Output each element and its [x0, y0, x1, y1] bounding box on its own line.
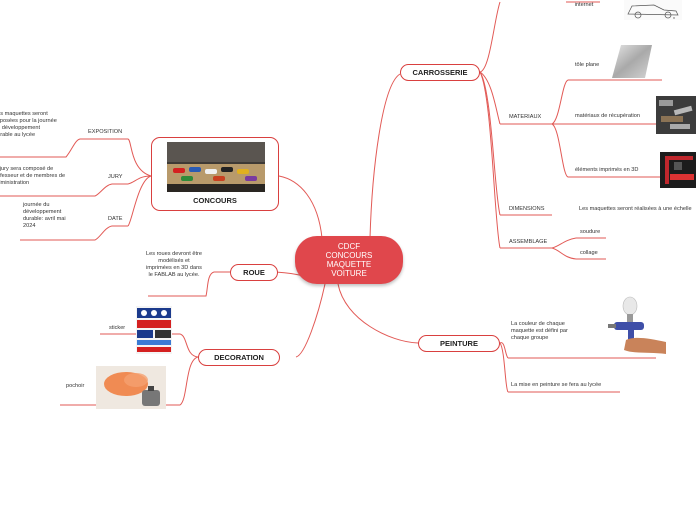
decoration-sticker[interactable]: sticker [109, 325, 125, 332]
subtopic-jury[interactable]: JURY [108, 174, 123, 181]
3d-printer-image [660, 152, 696, 188]
link-central-decoration [296, 284, 325, 357]
subtopic-exposition[interactable]: EXPOSITION [88, 129, 122, 136]
subtopic-dimensions[interactable]: DIMENSIONS [509, 206, 544, 213]
materiau-recuperation[interactable]: matériaux de récupération [575, 113, 640, 120]
scrap-material-image [656, 96, 696, 134]
link-concours-exposition [128, 139, 151, 176]
topic-peinture-label: PEINTURE [440, 339, 478, 348]
peinture-mise-text[interactable]: La mise en peinture se fera au lycée [511, 382, 601, 389]
decoration-pochoir[interactable]: pochoir [66, 383, 84, 390]
subtopic-patron[interactable]: patron existant sur internet [560, 0, 608, 9]
materiau-impression-3d[interactable]: éléments imprimés en 3D [575, 167, 638, 174]
central-title-line-3: MAQUETTE [319, 260, 379, 269]
date-text[interactable]: journée du développement durable: avril … [23, 202, 73, 230]
materiau-tole-plane[interactable]: tôle plane [575, 62, 599, 69]
link-carrosserie-assemblage [480, 72, 500, 248]
sticker-sheet-image [136, 306, 172, 354]
link-assemblage-collage [552, 248, 576, 259]
link-peinture-mise [500, 343, 508, 392]
central-title-line-1: CDCF [319, 242, 379, 251]
link-carrosserie-dimensions [480, 72, 500, 215]
link-central-carrosserie [370, 74, 400, 238]
roue-text[interactable]: Les roues devront être modélisés et impr… [145, 251, 203, 279]
dimensions-text[interactable]: Les maquettes seront réalisées à une éch… [579, 206, 692, 213]
link-materiaux-3d [552, 124, 568, 177]
link-materiaux-tole [552, 80, 568, 124]
central-topic[interactable]: CDCF CONCOURS MAQUETTE VOITURE [295, 236, 403, 284]
stencil-spray-image [96, 366, 166, 409]
assemblage-collage[interactable]: collage [580, 250, 598, 257]
model-cars-photo [167, 142, 265, 192]
topic-concours-label: CONCOURS [152, 196, 278, 205]
link-carrosserie-patron [480, 2, 500, 72]
peinture-couleur-text[interactable]: La couleur de chaque maquette est défini… [511, 321, 583, 342]
topic-roue-label: ROUE [243, 268, 265, 277]
central-title: CDCF CONCOURS MAQUETTE VOITURE [319, 242, 379, 278]
topic-concours[interactable]: CONCOURS [151, 137, 279, 211]
central-title-line-2: CONCOURS [319, 251, 379, 260]
sheet-metal-image [611, 43, 653, 79]
topic-decoration-label: DECORATION [214, 353, 264, 362]
link-concours-date [128, 176, 151, 226]
topic-carrosserie[interactable]: CARROSSERIE [400, 64, 480, 81]
central-title-line-4: VOITURE [319, 269, 379, 278]
jury-text[interactable]: Le jury sera composé de professeur et de… [0, 166, 80, 187]
exposition-text[interactable]: Les maquettes seront exposées pour la jo… [0, 111, 60, 139]
link-concours-jury [128, 176, 151, 184]
topic-carrosserie-label: CARROSSERIE [412, 68, 467, 77]
assemblage-soudure[interactable]: soudure [580, 229, 600, 236]
subtopic-date[interactable]: DATE [108, 216, 123, 223]
topic-peinture[interactable]: PEINTURE [418, 335, 500, 352]
subtopic-materiaux[interactable]: MATERIAUX [509, 114, 541, 121]
spray-gun-image [604, 296, 670, 358]
topic-roue[interactable]: ROUE [230, 264, 278, 281]
car-sketch-image: x [624, 0, 682, 20]
subtopic-assemblage[interactable]: ASSEMBLAGE [509, 239, 547, 246]
link-assemblage-soudure [552, 238, 576, 248]
svg-text:x: x [673, 15, 675, 20]
link-central-concours [279, 176, 322, 238]
link-central-peinture [338, 284, 418, 343]
topic-decoration[interactable]: DECORATION [198, 349, 280, 366]
